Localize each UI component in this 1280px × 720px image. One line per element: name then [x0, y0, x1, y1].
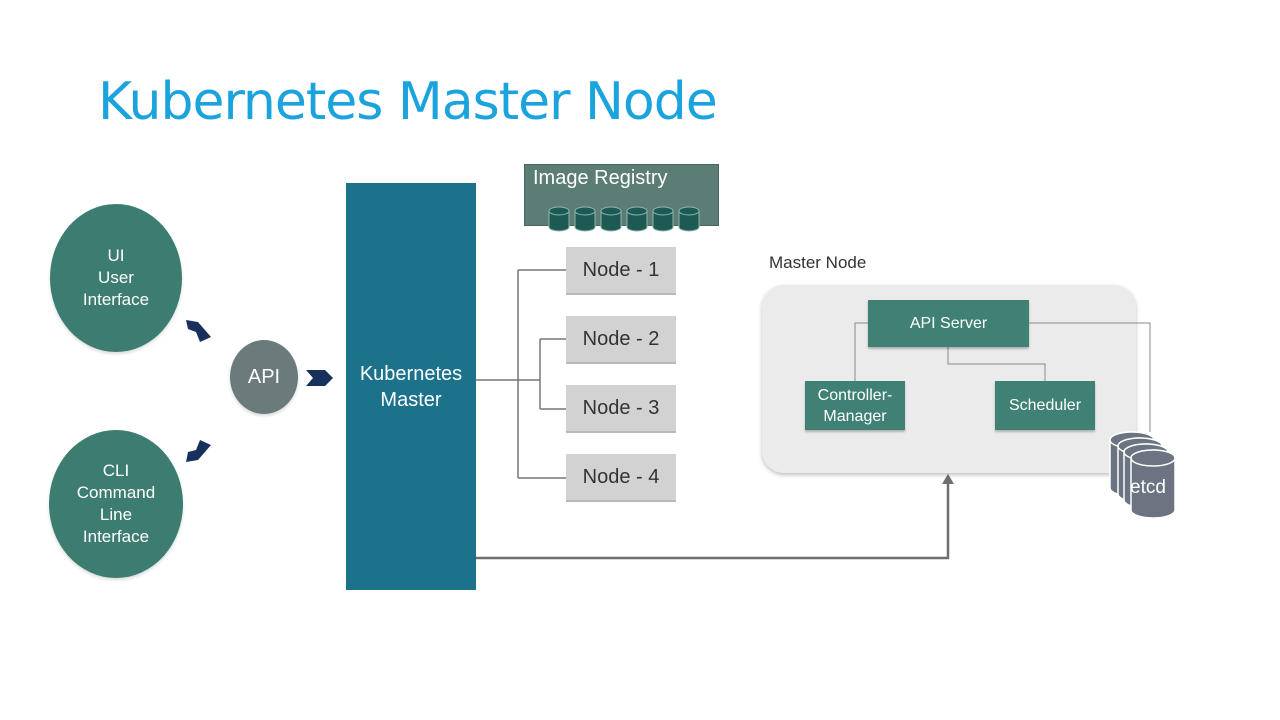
scheduler-label: Scheduler — [1008, 397, 1082, 414]
database-icon — [652, 206, 674, 232]
api-circle: API — [230, 340, 298, 414]
scheduler-box: Scheduler — [995, 381, 1095, 430]
chevrons — [186, 320, 333, 462]
node-1-box: Node - 1 — [566, 247, 676, 295]
node-connectors — [476, 269, 566, 479]
api-server-box: API Server — [868, 300, 1029, 347]
database-icon — [548, 206, 570, 232]
kubernetes-master-box: Kubernetes Master — [346, 183, 476, 590]
node-4-box: Node - 4 — [566, 454, 676, 502]
cli-to-api-chevron — [186, 440, 211, 462]
cli-client-circle: CLI Command Line Interface — [49, 430, 183, 578]
ui-to-api-chevron — [186, 320, 211, 342]
database-icon — [600, 206, 622, 232]
etcd-label: etcd — [1130, 477, 1166, 498]
image-registry-box: Image Registry — [524, 164, 719, 232]
master-node-label: Master Node — [769, 253, 867, 272]
ui-client-label: UI User Interface — [82, 246, 150, 309]
node-3-box: Node - 3 — [566, 385, 676, 433]
master-to-panel-line — [476, 482, 950, 560]
database-icon — [678, 206, 700, 232]
api-to-master-chevron — [306, 370, 333, 386]
node-2-box: Node - 2 — [566, 316, 676, 364]
cli-client-label: CLI Command Line Interface — [76, 461, 156, 546]
controller-manager-box: Controller- Manager — [805, 381, 905, 430]
ui-client-circle: UI User Interface — [50, 204, 182, 352]
page-title: Kubernetes Master Node — [98, 72, 718, 132]
database-icon — [626, 206, 648, 232]
panel-arrowhead — [942, 474, 954, 484]
image-registry-label: Image Registry — [533, 167, 668, 189]
database-icon — [574, 206, 596, 232]
controller-manager-label: Controller- Manager — [817, 386, 893, 425]
api-server-label: API Server — [909, 315, 988, 332]
api-label: API — [247, 366, 281, 388]
registry-database-icons — [548, 206, 700, 232]
kubernetes-master-label: Kubernetes Master — [359, 362, 463, 411]
